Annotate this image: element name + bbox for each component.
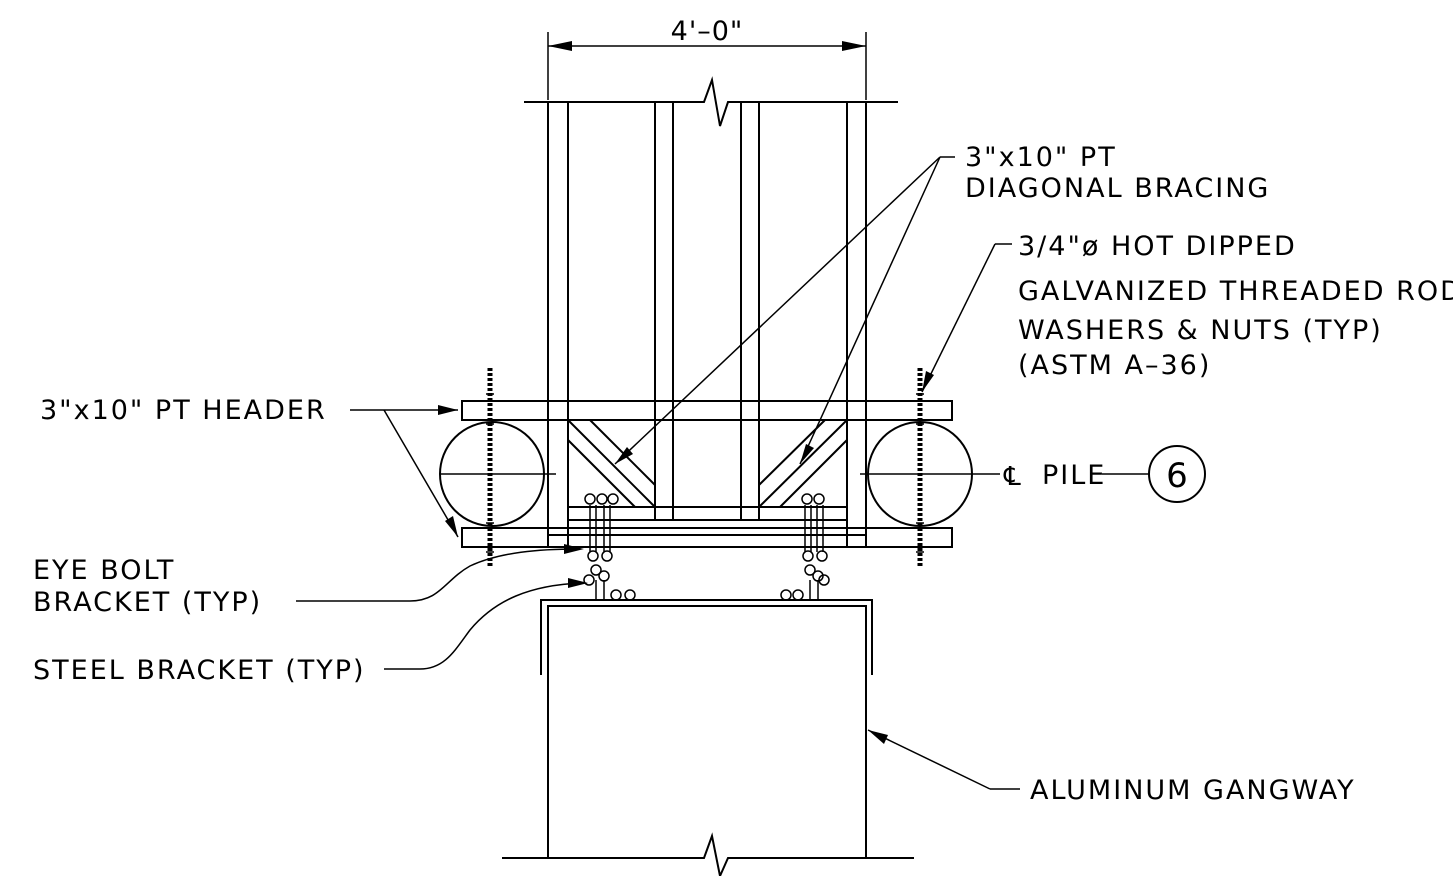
threaded-rod-left [486, 368, 494, 566]
diagonal-bracing-label-line2: DIAGONAL BRACING [965, 173, 1270, 204]
eye-bolt-bracket-right [801, 493, 828, 562]
diagonal-bracing-right [758, 419, 848, 508]
steel-bracket-left [583, 564, 642, 601]
dimension-label: 4'–0" [671, 16, 744, 47]
steel-bracket-right [774, 564, 830, 601]
eye-bolt-label-line1: EYE BOLT [33, 555, 175, 586]
threaded-rod-label-line1: 3/4"ø HOT DIPPED [1018, 231, 1297, 262]
leader-eye-bolt [296, 544, 584, 602]
threaded-rod-label-line4: (ASTM A–36) [1018, 350, 1211, 381]
upper-frame [524, 76, 898, 548]
pile-number: 6 [1166, 456, 1188, 496]
inner-rails [548, 506, 866, 536]
aluminum-gangway [502, 599, 914, 876]
pile-right [860, 421, 1000, 527]
width-dimension: 4'–0" [547, 16, 867, 100]
leader-threaded-rod [921, 243, 1012, 393]
bottom-header [461, 527, 953, 548]
pile-label: PILE [1042, 460, 1106, 491]
threaded-rod-right [916, 368, 924, 566]
pile-left [439, 421, 556, 527]
leader-steel-bracket [384, 578, 588, 670]
leader-header [350, 405, 459, 538]
header-label: 3"x10" PT HEADER [40, 395, 327, 426]
centerline-symbol: ℄ [1003, 462, 1021, 492]
diagonal-bracing-label-line1: 3"x10" PT [965, 142, 1117, 173]
eye-bolt-bracket-left [584, 493, 619, 562]
leader-gangway [867, 729, 1020, 790]
leader-diagonal-bracing [614, 156, 955, 465]
steel-bracket-label: STEEL BRACKET (TYP) [33, 655, 366, 686]
threaded-rod-label-line2: GALVANIZED THREADED ROD [1018, 276, 1453, 307]
bottom-break-line [502, 832, 914, 876]
top-header [461, 400, 953, 421]
threaded-rod-label-line3: WASHERS & NUTS (TYP) [1018, 315, 1383, 346]
pile-tag: 6 [1148, 445, 1206, 503]
top-break-line [524, 76, 898, 127]
eye-bolt-label-line2: BRACKET (TYP) [33, 587, 262, 618]
diagonal-bracing-left [567, 419, 656, 508]
gangway-label: ALUMINUM GANGWAY [1030, 775, 1356, 806]
